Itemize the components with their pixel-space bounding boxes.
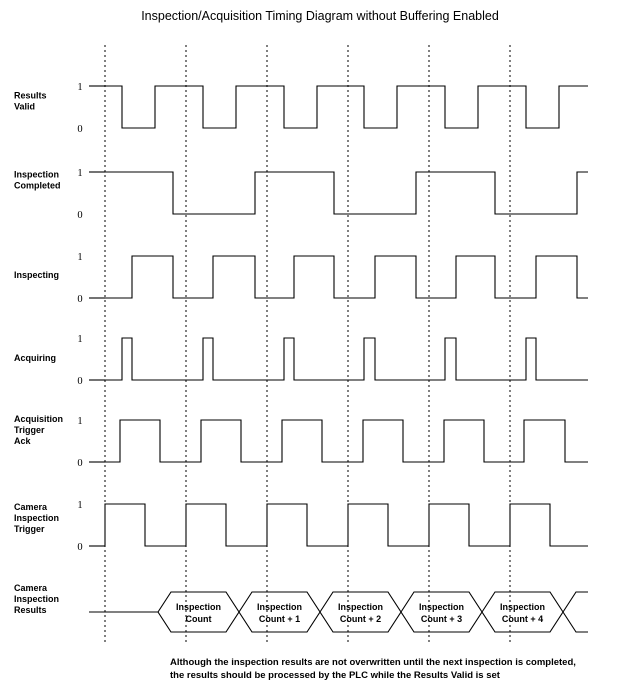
signal-label-acquisition-trigger-ack: Acquisition — [14, 414, 63, 424]
signal-label-camera-inspection-results: Camera — [14, 583, 48, 593]
footnote-line-2: the results should be processed by the P… — [170, 670, 501, 681]
results-hexagon-label-3: Count + 3 — [421, 614, 462, 624]
signal-label-camera-inspection-trigger: Trigger — [14, 524, 45, 534]
results-hexagon-label-2: Inspection — [338, 602, 383, 612]
signal-label-inspection-completed: Inspection — [14, 170, 59, 180]
axis-high-label-camera-inspection-trigger: 1 — [77, 500, 82, 511]
waveform-acquiring — [89, 337, 588, 381]
signal-label-inspecting: Inspecting — [14, 270, 59, 280]
waveform-camera-inspection-trigger — [89, 503, 588, 547]
footnote-line-1: Although the inspection results are not … — [170, 657, 576, 668]
signal-label-acquiring: Acquiring — [14, 353, 56, 363]
axis-high-label-results-valid: 1 — [77, 82, 82, 93]
signal-label-camera-inspection-trigger: Camera — [14, 502, 48, 512]
signal-label-camera-inspection-results: Inspection — [14, 594, 59, 604]
axis-high-label-inspecting: 1 — [77, 252, 82, 263]
page-title: Inspection/Acquisition Timing Diagram wi… — [141, 9, 499, 23]
results-hexagon-label-1: Count + 1 — [259, 614, 300, 624]
results-hexagon-label-1: Inspection — [257, 602, 302, 612]
axis-low-label-results-valid: 0 — [77, 124, 82, 135]
axis-low-label-inspecting: 0 — [77, 294, 82, 305]
signal-label-inspection-completed: Completed — [14, 181, 61, 191]
waveform-acquisition-trigger-ack — [89, 419, 588, 463]
waveform-inspecting — [89, 255, 588, 299]
waveform-inspection-completed — [89, 171, 588, 215]
signal-label-camera-inspection-trigger: Inspection — [14, 513, 59, 523]
axis-high-label-inspection-completed: 1 — [77, 168, 82, 179]
waveform-results-valid — [89, 85, 588, 129]
signal-label-results-valid: Valid — [14, 102, 35, 112]
results-tail-transition — [562, 591, 588, 633]
results-hexagon-label-2: Count + 2 — [340, 614, 381, 624]
signal-label-acquisition-trigger-ack: Ack — [14, 436, 32, 446]
signal-label-camera-inspection-results: Results — [14, 605, 47, 615]
axis-low-label-acquisition-trigger-ack: 0 — [77, 458, 82, 469]
results-hexagon-label-3: Inspection — [419, 602, 464, 612]
results-hexagon-label-0: Count — [186, 614, 212, 624]
axis-high-label-acquiring: 1 — [77, 334, 82, 345]
results-hexagon-label-0: Inspection — [176, 602, 221, 612]
results-hexagon-label-4: Inspection — [500, 602, 545, 612]
signal-labels: ResultsValidInspectionCompletedInspectin… — [14, 91, 63, 535]
axis-low-label-inspection-completed: 0 — [77, 210, 82, 221]
axis-low-label-camera-inspection-trigger: 0 — [77, 542, 82, 553]
axis-tick-labels: 1 0 1 0 1 0 1 0 1 0 1 0 — [77, 82, 82, 553]
results-hexagon-label-4: Count + 4 — [502, 614, 543, 624]
axis-high-label-acquisition-trigger-ack: 1 — [77, 416, 82, 427]
axis-low-label-acquiring: 0 — [77, 376, 82, 387]
signal-label-acquisition-trigger-ack: Trigger — [14, 425, 45, 435]
signal-label-results-valid: Results — [14, 91, 47, 101]
signal-waveforms — [89, 85, 588, 547]
